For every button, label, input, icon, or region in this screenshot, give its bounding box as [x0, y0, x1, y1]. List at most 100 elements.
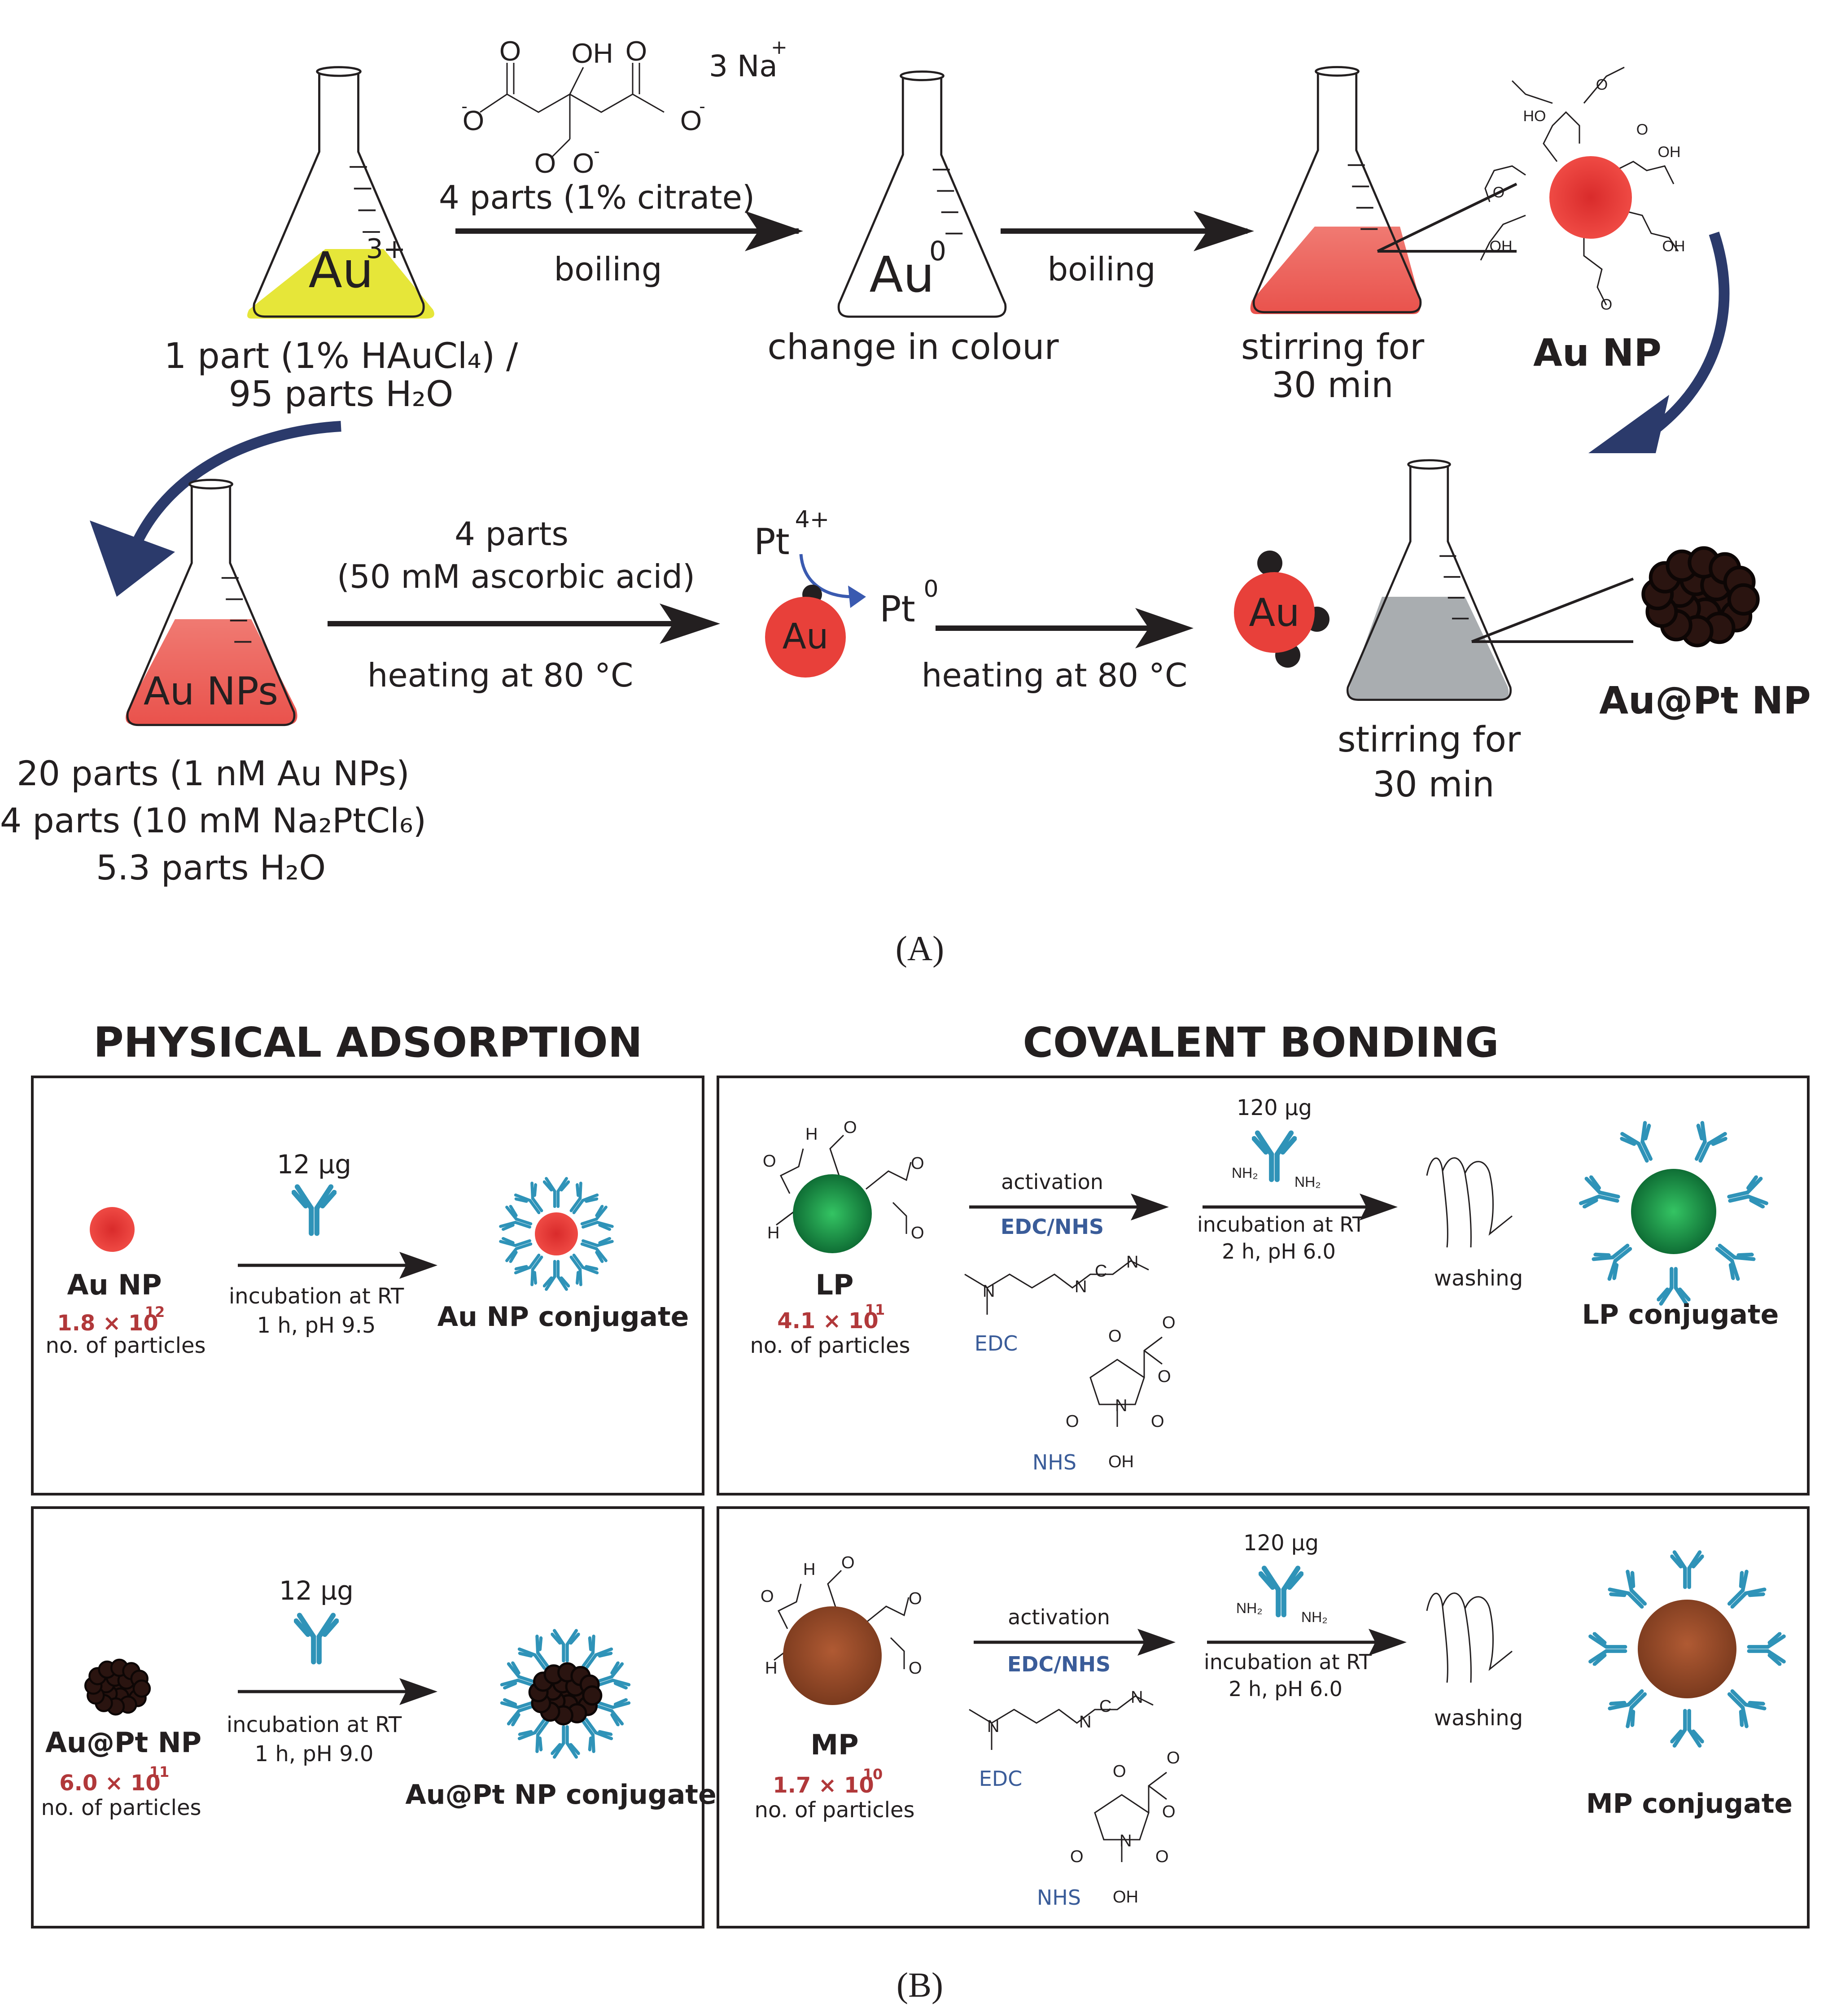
svg-text:N: N [1075, 1277, 1087, 1296]
antibody-icon [1608, 1682, 1654, 1728]
panel-a-label: (A) [896, 929, 944, 968]
antibody-icon [1672, 1552, 1702, 1587]
row1-right-cond-1: incubation at RT [1197, 1212, 1365, 1237]
panel-b-label: (B) [897, 1965, 943, 2004]
svg-text:O: O [909, 1589, 922, 1608]
antibody-icon [563, 1249, 599, 1286]
svg-text:O: O [625, 36, 647, 67]
seed-au-label: Au [783, 617, 829, 657]
row1-left-count-caption: no. of particles [45, 1333, 206, 1358]
edc-structure [964, 1260, 1149, 1315]
row1-right-reagent: EDC/NHS [1001, 1215, 1104, 1239]
core-particle [535, 1212, 578, 1255]
aupt-particle [84, 1658, 151, 1716]
svg-text:O: O [1636, 121, 1648, 138]
pt0-label: Pt [879, 588, 915, 630]
svg-text:N: N [1079, 1713, 1091, 1732]
row2-right-cond-1: incubation at RT [1204, 1650, 1372, 1674]
antibody-icon [579, 1205, 613, 1237]
row2-right-activation: activation [1008, 1605, 1110, 1629]
arrow-3-top-1: 4 parts [455, 515, 569, 553]
antibody-icon [1620, 1122, 1662, 1166]
svg-text:C: C [1095, 1262, 1107, 1281]
row2-left-cond-2: 1 h, pH 9.0 [255, 1741, 374, 1767]
antibody-icon [1685, 1122, 1727, 1166]
svg-text:O: O [463, 105, 484, 136]
flask-au3: Au 3+ [247, 67, 434, 319]
svg-text:O: O [573, 148, 594, 179]
flask-au0-sup: 0 [929, 236, 946, 267]
svg-text:OH: OH [1490, 238, 1513, 255]
svg-text:O: O [499, 36, 521, 67]
antibody-icon [1658, 1269, 1689, 1304]
antibody-icon [1720, 1682, 1767, 1728]
box-left-1 [31, 1076, 704, 1496]
au-np-particle [90, 1207, 135, 1252]
svg-text:OH: OH [1662, 238, 1685, 255]
core-particle [1638, 1600, 1736, 1698]
row2-left-amount: 12 µg [279, 1575, 354, 1606]
row2-left-count: 6.0 × 10 [59, 1771, 160, 1796]
flask-au0-caption: change in colour [767, 327, 1059, 367]
row2-right-nhs: NHS [1037, 1885, 1081, 1910]
row1-right-amount: 120 µg [1237, 1095, 1312, 1120]
antibody-icon [1254, 1133, 1294, 1180]
svg-text:OH: OH [1658, 144, 1681, 161]
row2-left: Au@Pt NP 6.0 × 10 11 no. of particles 12… [41, 1575, 716, 1820]
svg-text:N: N [1126, 1253, 1138, 1272]
panel-b: PHYSICAL ADSORPTION COVALENT BONDING Au … [31, 1019, 1810, 2004]
row2-right-particle-label: MP [810, 1728, 858, 1761]
flask-au3-caption-2: 95 parts H₂O [229, 374, 454, 415]
lp-carboxyl-groups [776, 1134, 912, 1234]
flask-au-nps-caption-2: 4 parts (10 mM Na₂PtCl₆) [0, 800, 426, 840]
row1-left-particle-label: Au NP [67, 1268, 162, 1301]
antibody-icon [514, 1249, 550, 1286]
svg-text:O: O [1155, 1847, 1169, 1866]
svg-text:OH: OH [572, 38, 613, 69]
svg-text:O: O [534, 148, 556, 179]
heading-covalent-bonding: COVALENT BONDING [1023, 1019, 1499, 1067]
svg-text:-: - [461, 96, 467, 116]
svg-text:OH: OH [1108, 1452, 1134, 1471]
antibody-icon [1749, 1634, 1784, 1664]
nhs-structure-2 [1094, 1771, 1167, 1862]
flask-au-np [1250, 67, 1518, 314]
antibody-icon [1709, 1235, 1755, 1281]
svg-text:O: O [1158, 1367, 1171, 1386]
row2-right-count-caption: no. of particles [754, 1797, 914, 1823]
row2-right-washing: washing [1434, 1706, 1523, 1731]
core-particle [1631, 1169, 1716, 1254]
svg-text:O: O [761, 1587, 774, 1606]
row1-right-count: 4.1 × 10 [777, 1308, 878, 1334]
flask-aupt-caption-1: stirring for [1338, 720, 1521, 760]
svg-text:N: N [983, 1282, 995, 1301]
row1-left-amount: 12 µg [277, 1149, 351, 1180]
svg-text:H: H [765, 1659, 777, 1678]
arrow-1-top: 4 parts (1% citrate) [439, 179, 755, 216]
arrow-2-bottom: boiling [1047, 250, 1155, 288]
pt-grain [132, 1679, 151, 1698]
svg-text:NH₂: NH₂ [1301, 1609, 1328, 1625]
antibody-icon [500, 1231, 534, 1263]
flask-au3-label: Au [309, 241, 374, 299]
washing-icon [1426, 1157, 1513, 1248]
row2-right-cond-2: 2 h, pH 6.0 [1229, 1677, 1343, 1701]
aupt-conjugate [501, 1631, 630, 1757]
mp-particle [783, 1606, 882, 1705]
antibody-icon [1592, 1235, 1638, 1281]
antibody-icon [296, 1615, 337, 1662]
row1-right-count-exp: 11 [865, 1301, 885, 1318]
row1-left-product: Au NP conjugate [437, 1301, 689, 1333]
curved-arrow-right [1630, 232, 1730, 449]
row1-right-activation: activation [1001, 1170, 1103, 1194]
svg-text:O: O [1493, 184, 1504, 201]
row1-right: H O O O H O LP 4.1 × 10 11 no. of partic… [750, 1095, 1779, 1474]
svg-text:O: O [909, 1659, 922, 1678]
svg-text:-: - [594, 141, 599, 161]
panel-a: Au 3+ 1 part (1% HAuCl₄) / 95 parts H₂O … [0, 36, 1811, 968]
pt4-sup: 4+ [795, 506, 830, 533]
citrate-structure: O OH O O - O - O O - [461, 36, 705, 179]
seed2-au-label: Au [1249, 590, 1299, 635]
row1-right-nhs: NHS [1032, 1450, 1076, 1474]
row2-right: H O O O H O MP 1.7 × 10 10 no. of partic… [754, 1531, 1793, 1910]
